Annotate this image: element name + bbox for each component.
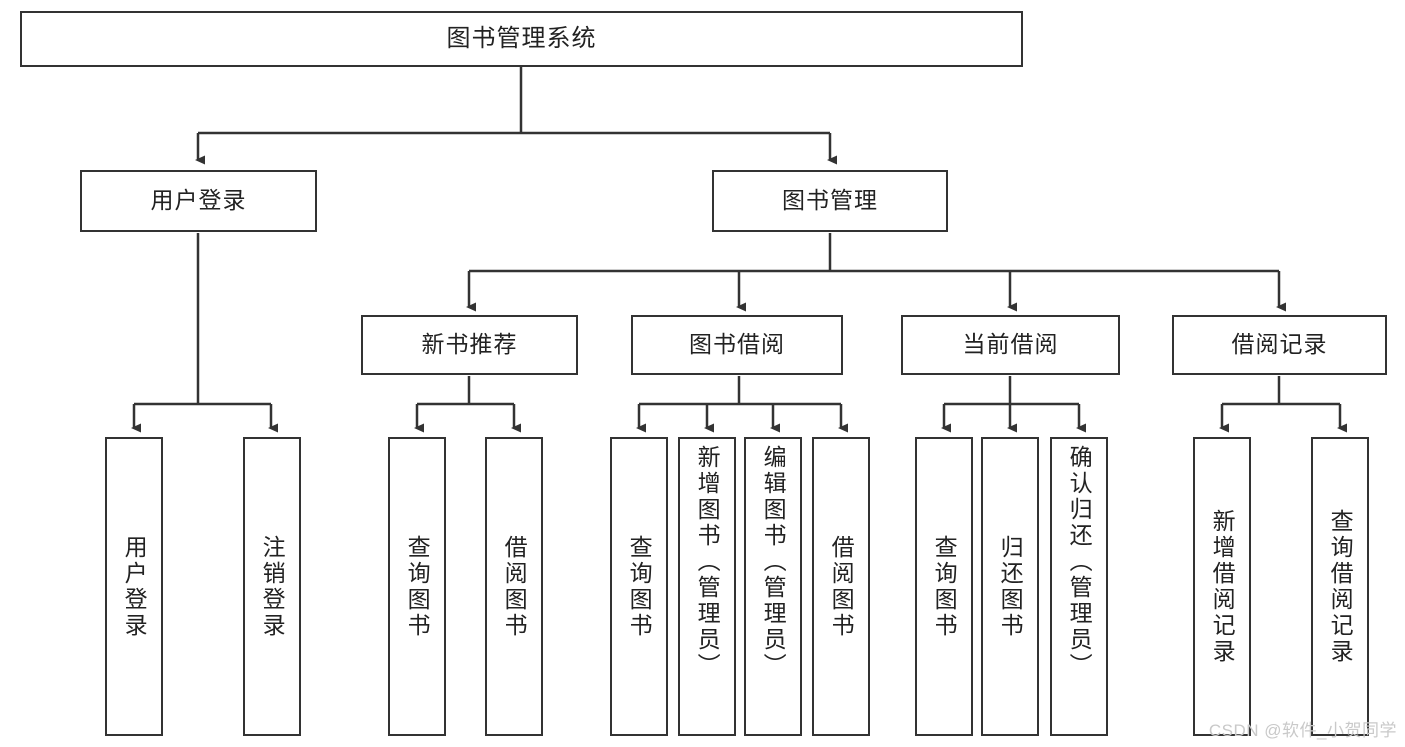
node-label: 查询图书 [404, 534, 431, 639]
node-leaf-new-book-query[interactable]: 查询图书 [388, 437, 446, 736]
node-leaf-current-query-book[interactable]: 查询图书 [915, 437, 973, 736]
node-label: 查询图书 [931, 534, 958, 639]
node-label: 借阅图书 [828, 534, 855, 639]
node-label: 新书推荐 [421, 331, 518, 358]
csdn-watermark: CSDN @软件_小贺同学 [1208, 721, 1397, 740]
node-label: 新增借阅记录 [1209, 508, 1236, 665]
node-user-login[interactable]: 用户登录 [80, 170, 317, 232]
node-label: 用户登录 [121, 534, 148, 639]
node-leaf-user-login-logout[interactable]: 注销登录 [243, 437, 301, 736]
node-label: 借阅图书 [501, 534, 528, 639]
node-label: 图书管理 [782, 187, 878, 214]
node-label: 编辑图书（管理员） [760, 445, 787, 679]
node-current-borrow[interactable]: 当前借阅 [901, 315, 1120, 375]
node-label: 归还图书 [997, 534, 1024, 639]
node-label: 图书借阅 [689, 331, 785, 358]
node-leaf-borrow-borrow-book[interactable]: 借阅图书 [812, 437, 870, 736]
node-leaf-borrow-edit-book-admin[interactable]: 编辑图书（管理员） [744, 437, 802, 736]
node-label: 当前借阅 [962, 331, 1059, 358]
node-label: 查询图书 [626, 534, 653, 639]
node-label: 确认归还（管理员） [1066, 445, 1093, 679]
node-leaf-user-login-login[interactable]: 用户登录 [105, 437, 163, 736]
node-leaf-current-confirm-return-admin[interactable]: 确认归还（管理员） [1050, 437, 1108, 736]
node-leaf-current-return-book[interactable]: 归还图书 [981, 437, 1039, 736]
node-label: 图书管理系统 [446, 24, 597, 52]
node-label: 借阅记录 [1231, 331, 1328, 358]
node-label: 新增图书（管理员） [694, 445, 721, 679]
node-leaf-borrow-query-book[interactable]: 查询图书 [610, 437, 668, 736]
node-borrow-record[interactable]: 借阅记录 [1172, 315, 1387, 375]
node-root-book-management-system[interactable]: 图书管理系统 [20, 11, 1023, 67]
node-leaf-record-query-record[interactable]: 查询借阅记录 [1311, 437, 1369, 736]
node-leaf-borrow-add-book-admin[interactable]: 新增图书（管理员） [678, 437, 736, 736]
node-book-borrow[interactable]: 图书借阅 [631, 315, 843, 375]
node-new-book-recommend[interactable]: 新书推荐 [361, 315, 578, 375]
node-label: 查询借阅记录 [1327, 508, 1354, 665]
node-label: 用户登录 [150, 187, 247, 214]
node-leaf-new-book-borrow[interactable]: 借阅图书 [485, 437, 543, 736]
node-leaf-record-add-record[interactable]: 新增借阅记录 [1193, 437, 1251, 736]
node-label: 注销登录 [259, 534, 286, 639]
node-book-management[interactable]: 图书管理 [712, 170, 948, 232]
